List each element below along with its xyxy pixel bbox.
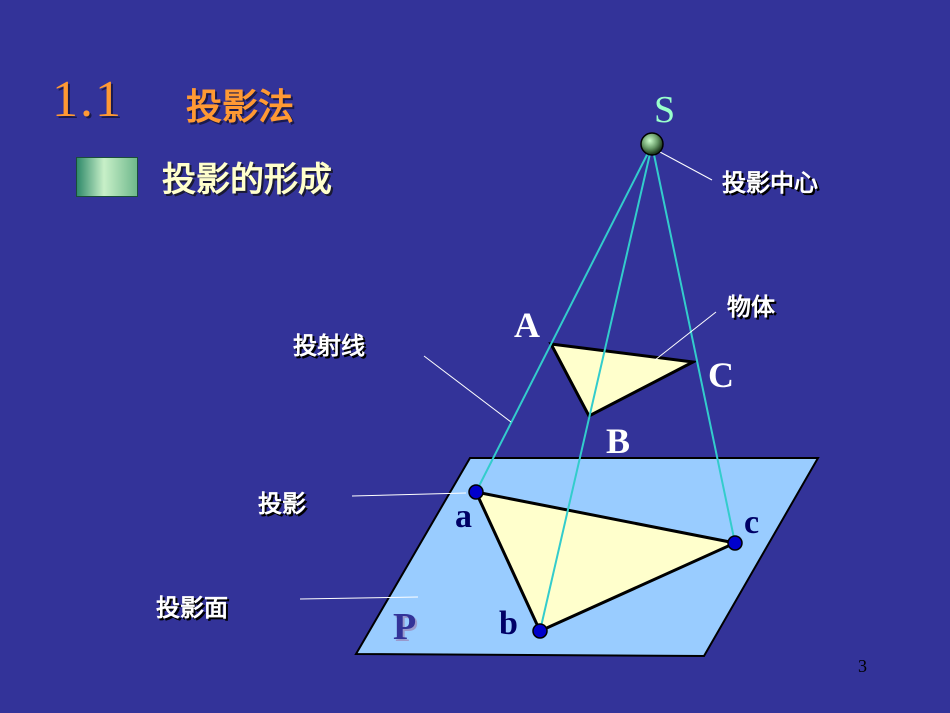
label-projection: 投影: [258, 490, 306, 518]
leader-object: [654, 311, 717, 361]
projection-ray-c: [651, 144, 736, 544]
label-b: b: [499, 605, 518, 642]
page-number: 3: [858, 656, 867, 676]
projection-ray-a: [475, 144, 653, 493]
label-plane-P: P: [393, 606, 417, 648]
leader-projection-plane: [299, 596, 419, 600]
label-S: S: [654, 89, 676, 131]
heading-title: 投影法: [186, 87, 295, 128]
point-b: [532, 623, 548, 639]
leader-projection-ray: [423, 355, 512, 423]
label-B: B: [606, 421, 631, 461]
label-c: c: [744, 504, 760, 541]
label-projection-center: 投影中心: [722, 169, 818, 197]
label-projection-plane: 投影面: [156, 594, 228, 622]
projected-triangle: [473, 489, 740, 633]
projection-ray-b: [539, 144, 653, 632]
leader-projection-center: [659, 151, 713, 181]
label-projection-ray: 投射线: [293, 332, 365, 360]
projection-center-point: [640, 132, 664, 156]
heading-number: 1.1: [52, 71, 123, 128]
bullet-text: 投影的形成: [162, 160, 332, 200]
bullet-box: [76, 157, 138, 197]
label-object: 物体: [727, 293, 775, 321]
label-A: A: [514, 305, 540, 345]
leader-projection: [351, 492, 467, 497]
point-a: [468, 484, 484, 500]
point-c: [727, 535, 743, 551]
label-a: a: [455, 498, 472, 535]
object-triangle: [548, 342, 698, 419]
label-C: C: [708, 355, 734, 395]
